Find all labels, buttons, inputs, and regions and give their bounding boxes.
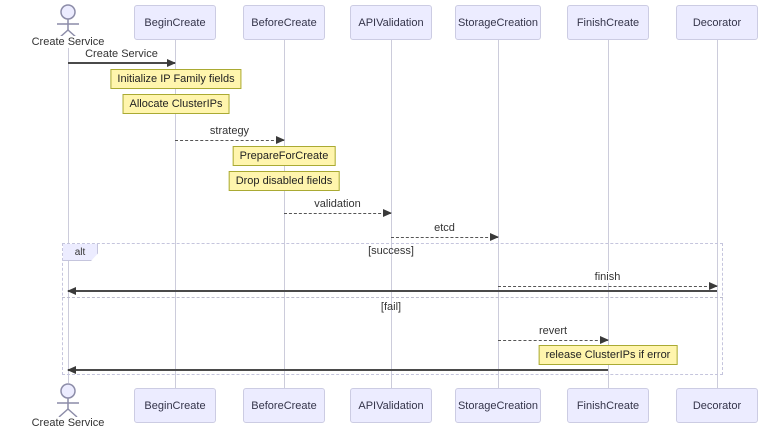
- lifeline-decorator: [717, 40, 718, 388]
- lifeline-begincreate: [175, 40, 176, 388]
- arrowhead-left-icon: [67, 366, 76, 374]
- message-revert-label: revert: [536, 325, 570, 337]
- alt-section-fail: [fail]: [380, 301, 402, 313]
- actor-label-top: Create Service: [30, 36, 106, 48]
- actor-icon-bottom: [57, 383, 79, 418]
- message-finish-label: finish: [592, 271, 623, 283]
- arrowhead-left-icon: [67, 287, 76, 295]
- arrowhead-right-icon: [709, 282, 718, 290]
- participant-bottom-begincreate: BeginCreate: [134, 388, 216, 423]
- participant-top-beforecreate: BeforeCreate: [243, 5, 325, 40]
- arrowhead-right-icon: [167, 59, 176, 67]
- message-strategy-label: strategy: [207, 125, 252, 137]
- participant-top-begincreate: BeginCreate: [134, 5, 216, 40]
- participant-bottom-finishcreate: FinishCreate: [567, 388, 649, 423]
- alt-section-success: [success]: [368, 245, 414, 257]
- note-drop-disabled-fields: Drop disabled fields: [228, 171, 340, 191]
- actor-label-bottom: Create Service: [30, 417, 106, 428]
- note-initialize-ip-family: Initialize IP Family fields: [110, 69, 242, 89]
- alt-frame-label: alt: [63, 244, 98, 261]
- arrowhead-right-icon: [490, 233, 499, 241]
- participant-top-storagecreation: StorageCreation: [455, 5, 541, 40]
- message-strategy: strategy: [175, 125, 285, 144]
- lifeline-finishcreate: [608, 40, 609, 388]
- message-create-service: Create Service: [68, 48, 176, 67]
- actor-icon: [57, 4, 79, 39]
- participant-top-decorator: Decorator: [676, 5, 758, 40]
- lifeline-beforecreate: [284, 40, 285, 388]
- alt-frame-divider: [62, 297, 723, 298]
- participant-bottom-decorator: Decorator: [676, 388, 758, 423]
- participant-bottom-apivalidation: APIValidation: [350, 388, 432, 423]
- message-revert: revert: [498, 325, 609, 344]
- message-create-service-label: Create Service: [83, 48, 160, 60]
- message-etcd: etcd: [391, 222, 499, 241]
- lifeline-create-service: [68, 46, 69, 383]
- note-release-clusterips: release ClusterIPs if error: [538, 345, 678, 365]
- message-validation-label: validation: [312, 198, 363, 210]
- participant-bottom-storagecreation: StorageCreation: [455, 388, 541, 423]
- participant-top-apivalidation: APIValidation: [350, 5, 432, 40]
- message-finish: finish: [498, 271, 718, 290]
- arrowhead-right-icon: [600, 336, 609, 344]
- participant-bottom-beforecreate: BeforeCreate: [243, 388, 325, 423]
- message-etcd-label: etcd: [432, 222, 457, 234]
- lifeline-storagecreation: [498, 40, 499, 388]
- participant-top-finishcreate: FinishCreate: [567, 5, 649, 40]
- alt-frame: alt: [62, 243, 723, 375]
- note-prepareforcreate: PrepareForCreate: [232, 146, 336, 166]
- arrowhead-right-icon: [276, 136, 285, 144]
- message-return-success: [67, 287, 717, 295]
- arrowhead-right-icon: [383, 209, 392, 217]
- message-return-fail: [67, 366, 608, 374]
- note-allocate-clusterips: Allocate ClusterIPs: [122, 94, 230, 114]
- message-validation: validation: [284, 198, 392, 217]
